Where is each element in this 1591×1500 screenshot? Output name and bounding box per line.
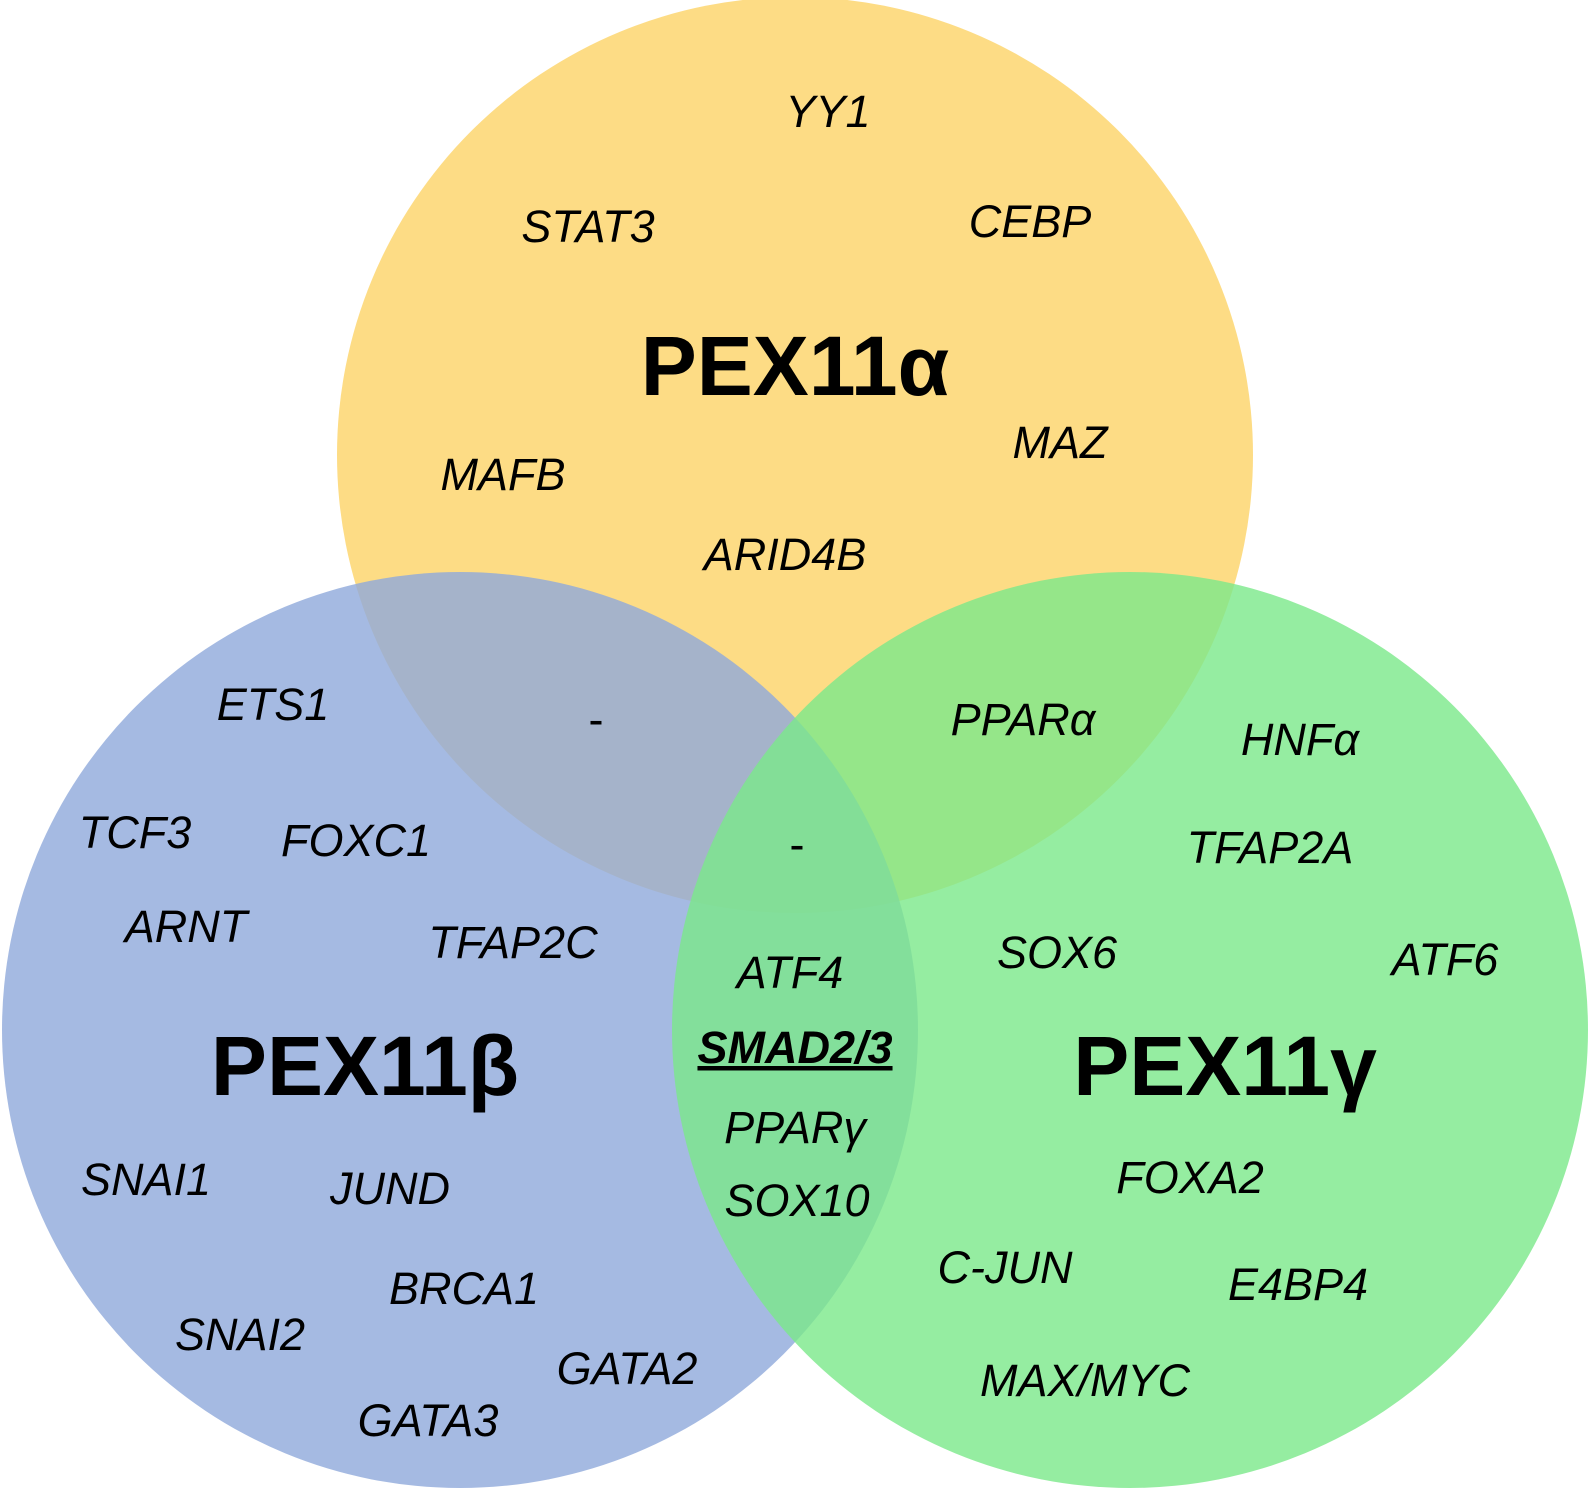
gene-label: ATF4	[734, 947, 844, 998]
gene-label: E4BP4	[1228, 1259, 1368, 1310]
gene-label: ATF6	[1389, 934, 1500, 985]
gene-label: TFAP2A	[1187, 822, 1354, 873]
gene-label: STAT3	[521, 201, 654, 252]
gene-label-highlighted: SMAD2/3	[697, 1022, 892, 1073]
gene-label: GATA3	[358, 1395, 499, 1446]
gene-label: BRCA1	[389, 1263, 539, 1314]
circle-pex11-beta	[2, 572, 918, 1488]
label-pex11-gamma: PEX11γ	[1073, 1019, 1377, 1113]
gene-label: ARID4B	[701, 529, 867, 580]
gene-label: SNAI2	[175, 1309, 305, 1360]
gene-label: MAFB	[440, 449, 565, 500]
gene-label: ARNT	[122, 901, 251, 952]
gene-label: FOXC1	[281, 815, 431, 866]
intersection-alpha-gamma: PPARα	[951, 694, 1097, 745]
gene-label: MAZ	[1013, 417, 1110, 468]
gene-label: SOX10	[724, 1175, 869, 1226]
gene-label: CEBP	[969, 196, 1092, 247]
intersection-alpha-beta: -	[589, 694, 604, 745]
gene-label: TCF3	[79, 807, 192, 858]
circle-pex11-gamma	[672, 572, 1588, 1488]
gene-label: MAX/MYC	[980, 1355, 1191, 1406]
label-pex11-beta: PEX11β	[211, 1019, 519, 1113]
intersection-all: -	[790, 819, 805, 870]
gene-label: FOXA2	[1116, 1152, 1264, 1203]
gene-label: GATA2	[557, 1343, 698, 1394]
gene-label: ETS1	[217, 679, 330, 730]
gene-label: PPARγ	[724, 1102, 868, 1153]
gene-label: HNFα	[1241, 714, 1360, 765]
label-pex11-alpha: PEX11α	[641, 319, 950, 413]
gene-label: SOX6	[997, 927, 1118, 978]
gene-label: C-JUN	[938, 1242, 1073, 1293]
gene-label: JUND	[329, 1163, 450, 1214]
gene-label: YY1	[785, 86, 870, 137]
gene-label: SNAI1	[81, 1154, 211, 1205]
gene-label: TFAP2C	[428, 917, 598, 968]
